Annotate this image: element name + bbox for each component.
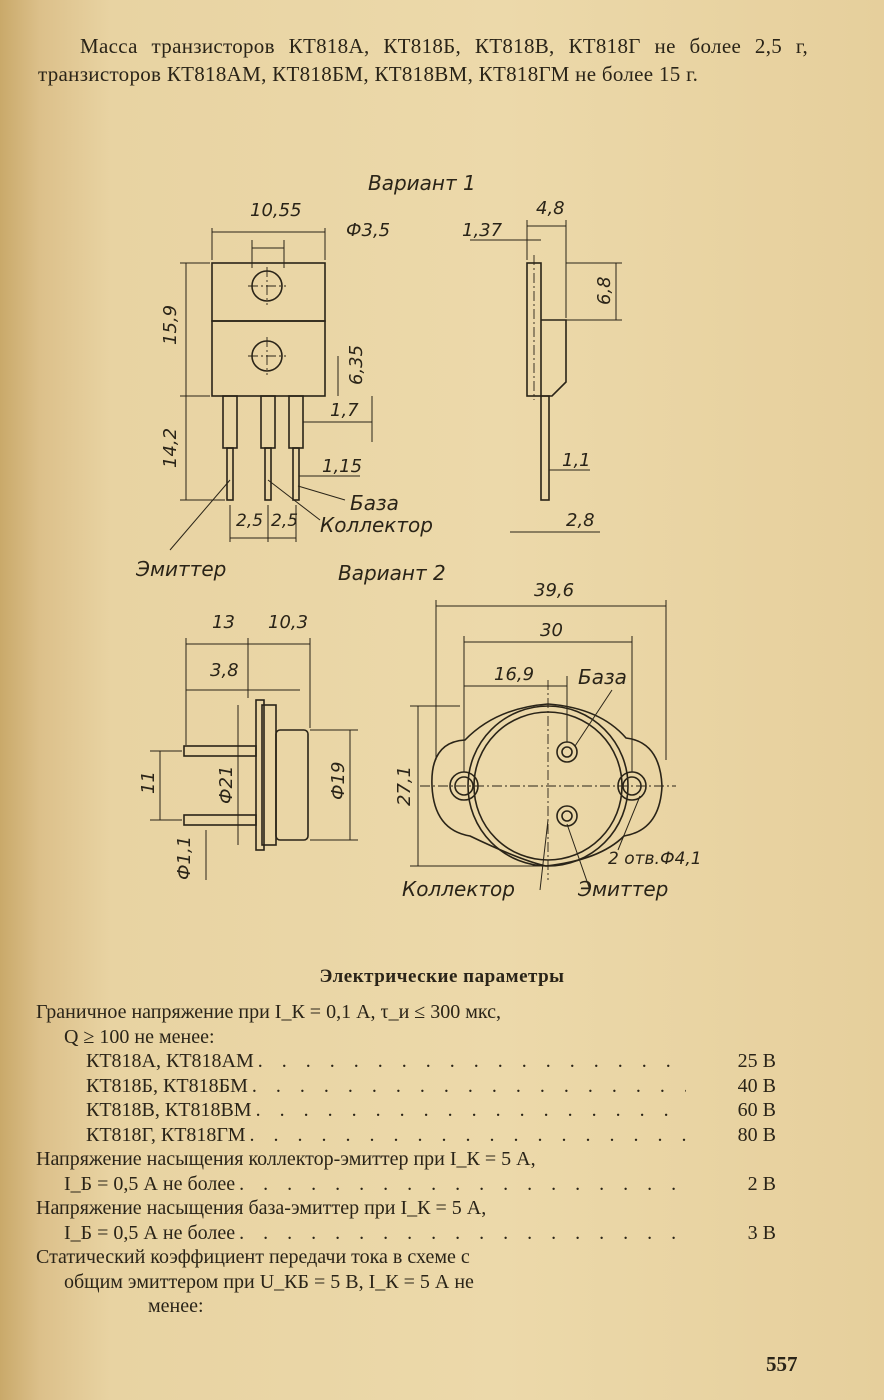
label-emitter-v2: Эмиттер [577, 877, 668, 901]
dim-14-2: 14,2 [160, 428, 181, 468]
param2-line2: I_Б = 0,5 А не более [64, 1172, 236, 1195]
param2-row: I_Б = 0,5 А не более . . . . . . . . . .… [64, 1172, 776, 1195]
section-title: Электрические параметры [319, 966, 565, 987]
dim-2-5-a: 2,5 [236, 511, 263, 531]
param1-row-b: КТ818Б, КТ818БМ . . . . . . . . . . . . … [86, 1074, 776, 1097]
param1-row-b-label: КТ818Б, КТ818БМ [86, 1074, 248, 1097]
label-kollektor-v2: Коллектор [402, 877, 515, 901]
dim-30: 30 [540, 620, 563, 641]
dim-d21: Ф21 [216, 766, 237, 804]
dim-2-5-b: 2,5 [271, 511, 298, 531]
param1-row-d-value: 80 В [737, 1123, 776, 1146]
param1-row-c: КТ818В, КТ818ВМ . . . . . . . . . . . . … [86, 1099, 776, 1121]
label-emitter-v1: Эмиттер [135, 557, 226, 581]
dim-d19: Ф19 [328, 762, 349, 800]
v1-front-view: 10,55 Ф3,5 15,9 6,35 14,2 1,7 1,15 [135, 200, 433, 581]
param3-line1: Напряжение насыщения база-эмиттер при I_… [36, 1197, 487, 1219]
param1-row-d-label: КТ818Г, КТ818ГМ [86, 1123, 246, 1146]
dim-2-holes: 2 отв.Ф4,1 [608, 849, 702, 869]
dim-4-8: 4,8 [536, 198, 565, 219]
dim-1-37: 1,37 [462, 220, 503, 241]
label-baza-v1: База [350, 491, 399, 515]
param3-row: I_Б = 0,5 А не более . . . . . . . . . .… [64, 1221, 776, 1244]
transistor-drawing: Вариант 1 Вариант 2 10,55 [135, 171, 702, 901]
dim-1-7: 1,7 [330, 400, 359, 421]
dim-13: 13 [212, 612, 235, 633]
dim-39-6: 39,6 [534, 580, 574, 601]
params-list: Граничное напряжение при I_К = 0,1 А, τ_… [36, 1000, 776, 1319]
param1-row-c-value: 60 В [737, 1099, 776, 1121]
page-number: 557 [766, 1352, 798, 1376]
label-baza-v2: База [578, 665, 627, 689]
param4-line2: общим эмиттером при U_КБ = 5 В, I_К = 5 … [64, 1270, 474, 1293]
param1-row-a-label: КТ818А, КТ818АМ [86, 1050, 254, 1072]
dim-6-8: 6,8 [594, 276, 615, 305]
param1-line1: Граничное напряжение при I_К = 0,1 А, τ_… [36, 1001, 501, 1023]
param3-line2: I_Б = 0,5 А не более [64, 1221, 236, 1244]
variant1-title: Вариант 1 [368, 171, 476, 195]
param2-value: 2 В [747, 1172, 776, 1195]
dim-27-1: 27,1 [394, 766, 415, 806]
dim-10-3: 10,3 [268, 612, 308, 633]
intro-paragraph: Масса транзисторов КТ818А, КТ818Б, КТ818… [38, 34, 808, 86]
param1-row-b-value: 40 В [737, 1074, 776, 1097]
dim-6-35: 6,35 [346, 345, 367, 385]
dim-1-1: 1,1 [562, 450, 591, 471]
param3-value: 3 В [747, 1221, 776, 1244]
v2-side-view: 13 10,3 3,8 11 Ф21 Ф19 Ф1,1 [138, 612, 358, 880]
dim-d1-1: Ф1,1 [174, 836, 195, 880]
dim-16-9: 16,9 [494, 664, 534, 685]
param1-row-c-label: КТ818В, КТ818ВМ [86, 1099, 252, 1121]
param1-row-a-value: 25 В [737, 1050, 776, 1072]
dim-10-55: 10,55 [250, 200, 302, 221]
param4-line3: менее: [148, 1295, 204, 1317]
dim-d3-5: Ф3,5 [346, 220, 390, 241]
dim-15-9: 15,9 [160, 305, 181, 345]
param2-line1: Напряжение насыщения коллектор-эмиттер п… [36, 1148, 536, 1170]
dim-1-15: 1,15 [322, 456, 362, 477]
variant2-title: Вариант 2 [338, 561, 446, 585]
v1-side-view: 4,8 1,37 6,8 1,1 2,8 [462, 198, 622, 533]
dim-3-8: 3,8 [210, 660, 239, 681]
param4-line1: Статический коэффициент передачи тока в … [36, 1246, 470, 1268]
dim-2-8: 2,8 [566, 510, 595, 531]
param1-line2: Q ≥ 100 не менее: [64, 1025, 215, 1048]
param1-row-d: КТ818Г, КТ818ГМ . . . . . . . . . . . . … [86, 1123, 776, 1146]
v2-top-view: 39,6 30 16,9 27,1 База 2 отв.Ф4,1 Коллек… [394, 580, 702, 901]
param1-row-a: КТ818А, КТ818АМ . . . . . . . . . . . . … [86, 1050, 776, 1072]
dim-11: 11 [138, 771, 159, 794]
label-kollektor-v1: Коллектор [320, 513, 433, 537]
